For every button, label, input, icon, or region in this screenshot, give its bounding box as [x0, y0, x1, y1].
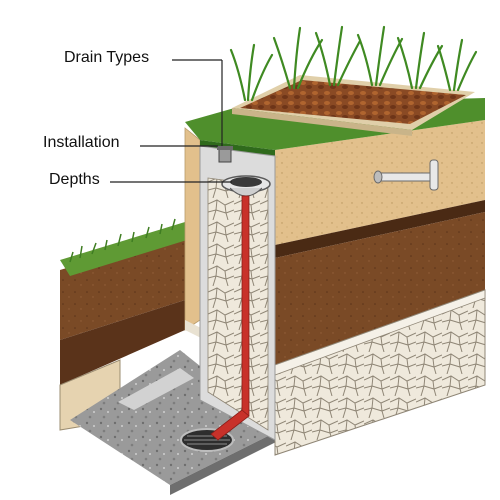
drain-pipe — [210, 195, 250, 441]
tall-grass-icon — [229, 25, 478, 102]
left-grass-icon — [69, 218, 176, 263]
catch-basin-icon — [221, 175, 271, 197]
label-depths: Depths — [49, 171, 100, 188]
cleanout-cap-icon — [217, 146, 233, 163]
planter-bed — [232, 75, 475, 136]
callout-leaders — [110, 59, 232, 183]
label-installation: Installation — [43, 134, 120, 151]
outlet-pipe-icon — [373, 159, 439, 191]
drain-channel — [118, 368, 194, 410]
gravel-base — [70, 350, 280, 495]
drain-trench — [199, 145, 276, 441]
label-drain-types: Drain Types — [64, 49, 150, 66]
